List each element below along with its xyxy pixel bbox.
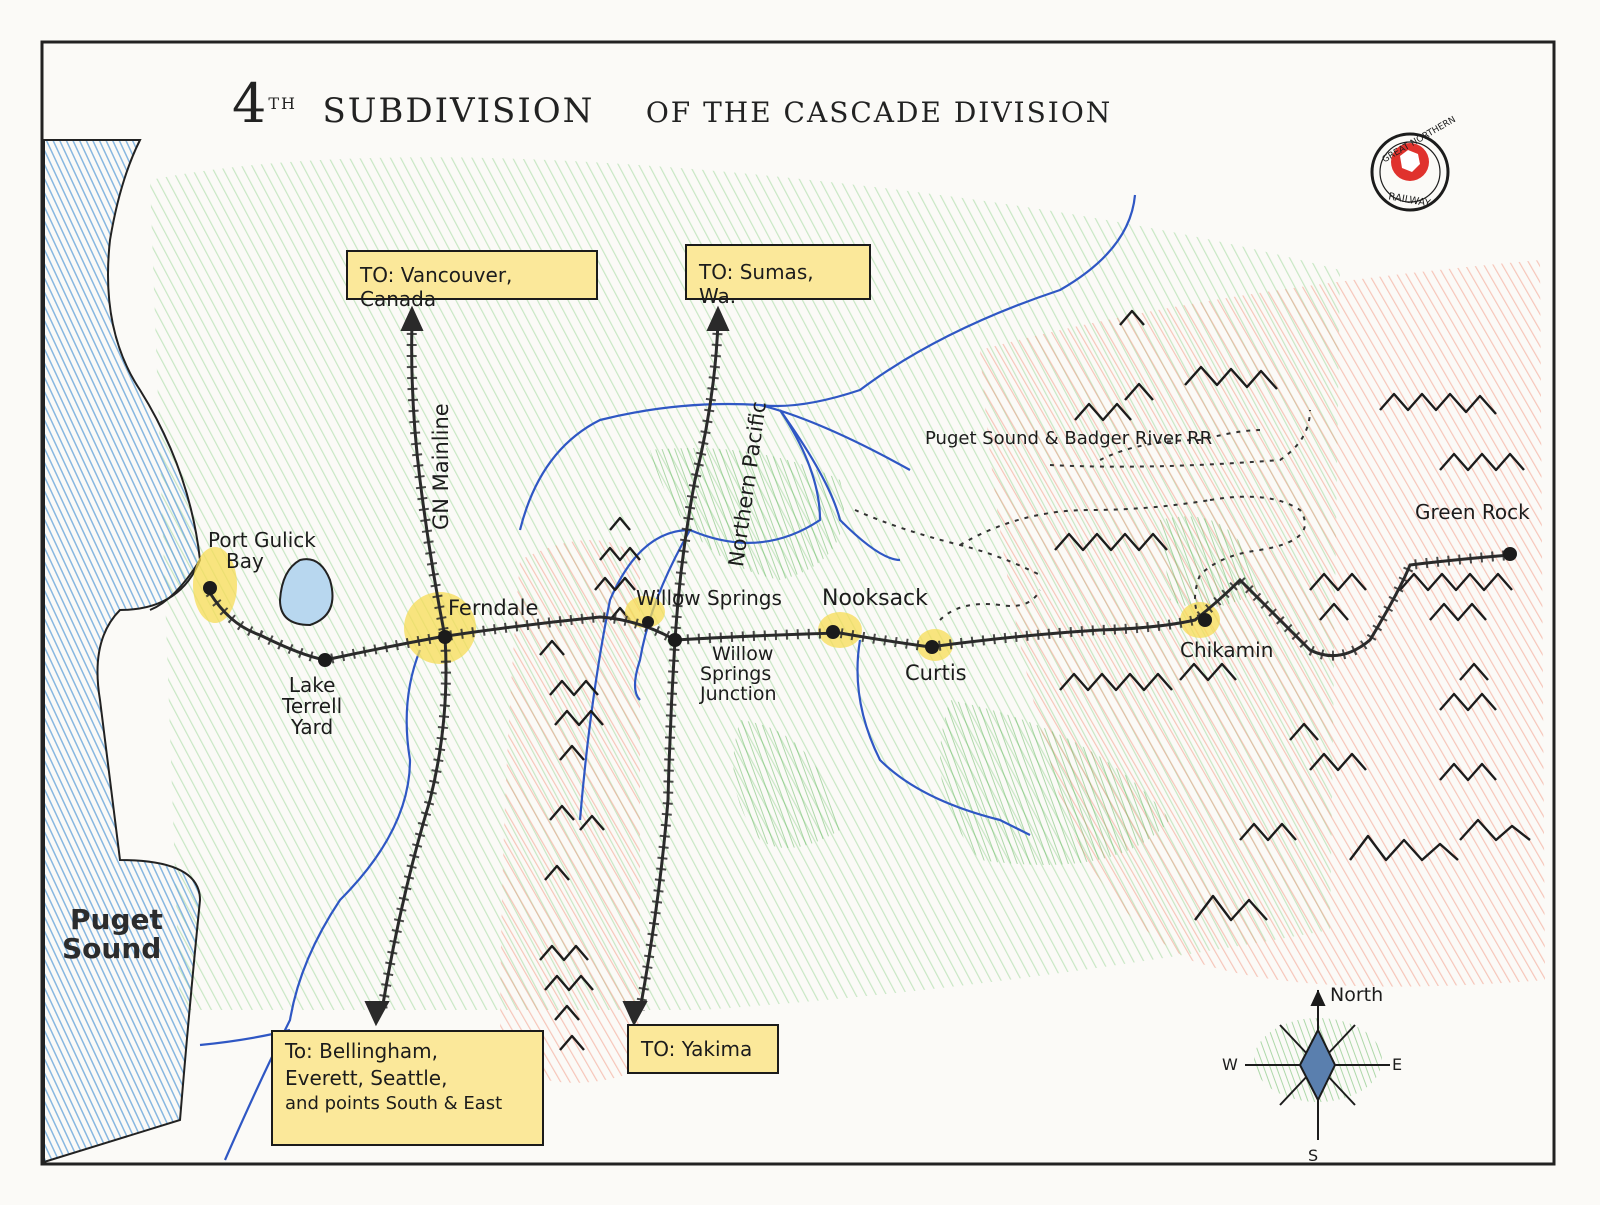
- destination-bellingham: To: Bellingham, Everett, Seattle, and po…: [271, 1030, 544, 1146]
- title-main: Subdivision: [322, 91, 595, 131]
- railway-logo: [1370, 132, 1450, 212]
- destination-sumas: TO: Sumas, Wa.: [685, 244, 871, 308]
- label-puget-line-1: Puget: [70, 903, 163, 936]
- mountain-peaks: [539, 309, 1531, 1051]
- label-green-rock: Green Rock: [1415, 500, 1530, 524]
- compass-rose: [1245, 989, 1390, 1140]
- label-lake-terrell-line-3: Yard: [290, 715, 334, 739]
- label-willow-springs-junction: Willow Springs Junction: [700, 643, 777, 705]
- compass-east-label: E: [1392, 1055, 1403, 1074]
- label-port-gulick: Port Gulick Bay: [208, 530, 316, 572]
- label-lake-terrell-line-1: Lake: [288, 673, 336, 697]
- compass-west-label: W: [1222, 1055, 1238, 1074]
- title-number: 4: [232, 72, 269, 135]
- arrow-south-bellingham: [364, 1001, 390, 1027]
- label-puget-sound: Puget Sound: [62, 905, 163, 964]
- title-rest: of the Cascade Division: [645, 96, 1113, 129]
- arrow-south-yakima: [622, 1001, 648, 1027]
- label-junction-line-1: Willow: [712, 643, 774, 665]
- map-title: 4TH Subdivision of the Cascade Division: [232, 72, 1112, 135]
- label-chikamin: Chikamin: [1180, 638, 1274, 662]
- logging-railroad: [854, 409, 1311, 621]
- label-port-gulick-line-2: Bay: [226, 549, 264, 573]
- station-highlights: [193, 547, 1220, 664]
- destination-yakima-label: TO: Yakima: [641, 1037, 753, 1061]
- shoreline-bay: [149, 559, 201, 611]
- mountain-zone-central: [500, 540, 640, 1083]
- destination-bellingham-line-2: Everett, Seattle,: [285, 1066, 448, 1090]
- label-curtis: Curtis: [905, 661, 967, 685]
- destination-bellingham-line-1: To: Bellingham,: [285, 1039, 438, 1063]
- label-willow-springs: Willow Springs: [636, 586, 782, 610]
- label-lake-terrell-line-2: Terrell: [282, 694, 343, 718]
- lake: [278, 558, 334, 627]
- arrow-north-vancouver: [400, 305, 424, 331]
- arrow-north-sumas: [706, 305, 730, 331]
- label-puget-line-2: Sound: [62, 932, 162, 966]
- label-junction-line-2: Springs: [700, 662, 772, 685]
- label-ferndale: Ferndale: [448, 596, 539, 620]
- rail-ties: [205, 321, 1511, 1011]
- forest-patch-1: [650, 448, 844, 580]
- destination-bellingham-line-3: and points South & East: [285, 1093, 503, 1114]
- compass-south-label: S: [1308, 1146, 1319, 1165]
- label-lake-terrell-yard: Lake Terrell Yard: [282, 675, 342, 738]
- puget-sound-water: [43, 139, 202, 1164]
- label-gn-mainline: GN Mainline: [429, 403, 453, 530]
- forest-patch-2: [940, 700, 1170, 865]
- label-puget-sound-badger: Puget Sound & Badger River RR: [925, 428, 1213, 449]
- title-suffix: TH: [268, 94, 297, 113]
- destination-vancouver-label: TO: Vancouver, Canada: [360, 263, 513, 311]
- station-dots: [203, 547, 1517, 667]
- destination-vancouver: TO: Vancouver, Canada: [346, 250, 598, 311]
- destination-sumas-label: TO: Sumas, Wa.: [699, 260, 814, 308]
- label-nooksack: Nooksack: [822, 586, 928, 611]
- label-junction-line-3: Junction: [700, 682, 777, 705]
- compass-north-label: North: [1330, 984, 1384, 1006]
- direction-arrows: [364, 305, 730, 1027]
- destination-yakima: TO: Yakima: [627, 1024, 779, 1074]
- label-port-gulick-line-1: Port Gulick: [208, 528, 316, 552]
- forest-patch-3: [733, 720, 840, 848]
